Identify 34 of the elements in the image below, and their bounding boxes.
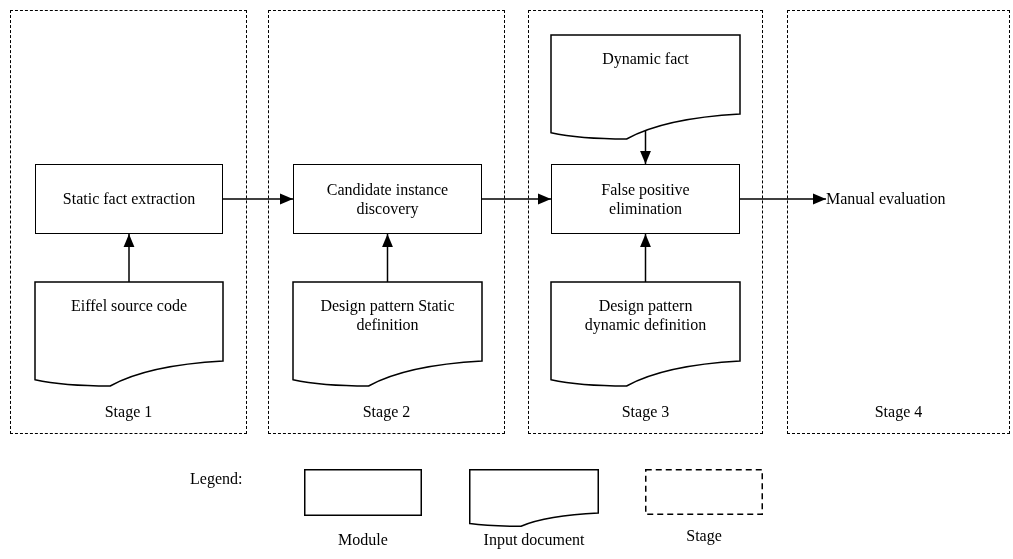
legend-title: Legend:: [190, 470, 243, 488]
arrow: [222, 193, 294, 205]
stage-frame: [268, 10, 505, 434]
node-label: Eiffel source code: [70, 296, 188, 316]
legend-label: Input document: [483, 531, 585, 549]
arrow: [382, 233, 393, 283]
input-document-shape: [35, 282, 223, 386]
stage-label: Stage 1: [103, 401, 154, 421]
stage-frame: [787, 10, 1010, 434]
stage-frame: [528, 10, 763, 434]
node-label: Design pattern Static definition: [319, 296, 456, 336]
node-label: False positive elimination: [600, 179, 691, 219]
node-label: Dynamic fact: [602, 49, 689, 70]
arrow: [640, 130, 651, 165]
legend-label: Module: [338, 531, 388, 549]
module-box: [35, 164, 223, 234]
arrow: [123, 233, 135, 283]
node-label: Design pattern dynamic definition: [583, 296, 708, 336]
arrow: [640, 233, 651, 283]
arrow: [481, 193, 552, 205]
arrow: [739, 193, 827, 205]
node-label: Candidate instance discovery: [325, 179, 450, 219]
input-document-shape: [551, 282, 740, 386]
stage-label: Stage 4: [873, 401, 924, 421]
stage-label: Stage 3: [620, 401, 671, 421]
output-label: Manual evaluation: [826, 189, 946, 209]
input-document-shape: [293, 282, 482, 386]
node-label: Static fact extraction: [62, 189, 196, 209]
module-box: [293, 164, 482, 234]
stage-label: Stage 2: [361, 401, 412, 421]
legend-label: Stage: [686, 527, 722, 545]
stage-frame: [10, 10, 247, 434]
module-box: [551, 164, 740, 234]
input-document-shape: [551, 35, 740, 139]
